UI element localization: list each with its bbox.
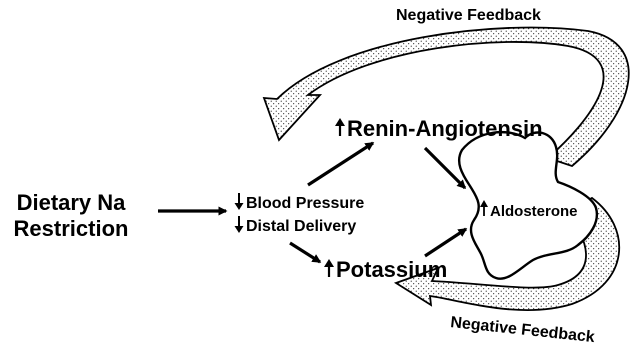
- down-arrow-icon-blood-pressure: [235, 193, 244, 210]
- negative-feedback-label-bottom: Negative Feedback: [450, 314, 596, 346]
- arrow-delivery-to-potassium: [290, 243, 320, 262]
- down-arrow-icon-distal-delivery: [235, 216, 244, 233]
- renin-angiotensin-label: Renin-Angiotensin: [347, 116, 543, 141]
- up-arrow-icon-renin: [335, 118, 345, 136]
- aldosterone-label: Aldosterone: [490, 203, 578, 220]
- arrow-pressure-to-renin: [308, 143, 373, 185]
- negative-feedback-label-top: Negative Feedback: [396, 7, 541, 24]
- arrow-potassium-to-aldosterone: [425, 229, 466, 256]
- potassium-label: Potassium: [336, 257, 447, 282]
- distal-delivery-label: Distal Delivery: [246, 218, 356, 235]
- dietary-label-line2: Restriction: [14, 216, 129, 241]
- up-arrow-icon-potassium: [324, 259, 334, 277]
- negative-feedback-arrow-top: [264, 28, 629, 166]
- dietary-label-line1: Dietary Na: [17, 190, 127, 215]
- blood-pressure-label: Blood Pressure: [246, 195, 364, 212]
